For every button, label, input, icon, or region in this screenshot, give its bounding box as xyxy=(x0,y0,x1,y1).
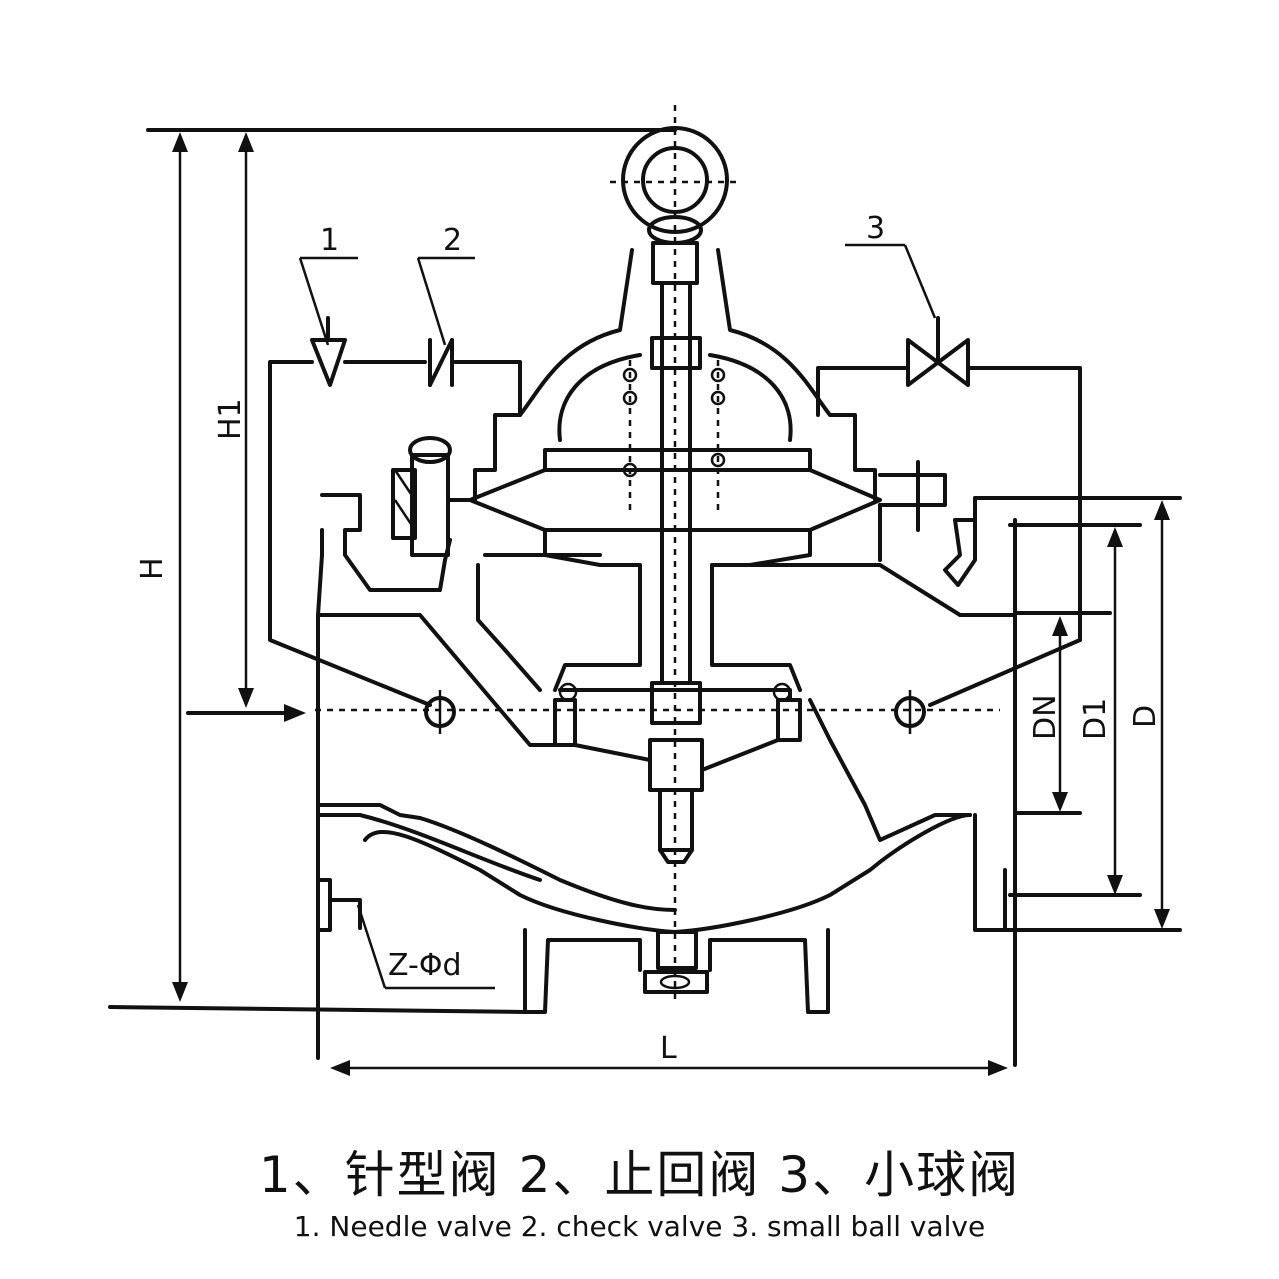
dim-label-h1: H1 xyxy=(213,398,248,440)
valve-disc xyxy=(553,682,802,772)
dim-label-bolt: Z-Φd xyxy=(388,948,462,983)
callout-1: 1 xyxy=(298,223,358,346)
dim-label-h: H xyxy=(135,557,170,580)
pilot-fitting-left xyxy=(391,436,477,557)
dimension-h: H xyxy=(108,128,677,1014)
dim-label-d: D xyxy=(1128,705,1163,728)
bolt-note: Z-Φd xyxy=(356,904,495,990)
valve-body-right xyxy=(816,366,1082,707)
dimension-d1: D1 xyxy=(1078,527,1123,895)
ball-valve xyxy=(906,316,970,387)
callout-2: 2 xyxy=(416,223,475,346)
callout-label-1: 1 xyxy=(320,223,339,258)
dimension-d: D xyxy=(1128,500,1170,929)
pressure-taps xyxy=(424,690,926,734)
dim-label-l: L xyxy=(660,1031,677,1066)
callout-label-2: 2 xyxy=(443,223,462,258)
dim-label-d1: D1 xyxy=(1078,698,1113,740)
dimension-l: L xyxy=(330,1031,1008,1076)
dimension-h1: H1 xyxy=(213,132,254,708)
dimension-dn: DN xyxy=(1028,616,1068,812)
caption-chinese: 1、针型阀 2、止回阀 3、小球阀 xyxy=(258,1146,1021,1204)
callout-label-3: 3 xyxy=(866,211,885,246)
callout-3: 3 xyxy=(845,211,937,319)
pilot-piping-left xyxy=(268,316,522,707)
dim-label-dn: DN xyxy=(1028,694,1063,740)
valve-stem xyxy=(622,281,726,864)
caption-english: 1. Needle valve 2. check valve 3. small … xyxy=(293,1210,986,1243)
flow-arrow xyxy=(186,704,306,722)
valve-body xyxy=(316,493,1182,1067)
